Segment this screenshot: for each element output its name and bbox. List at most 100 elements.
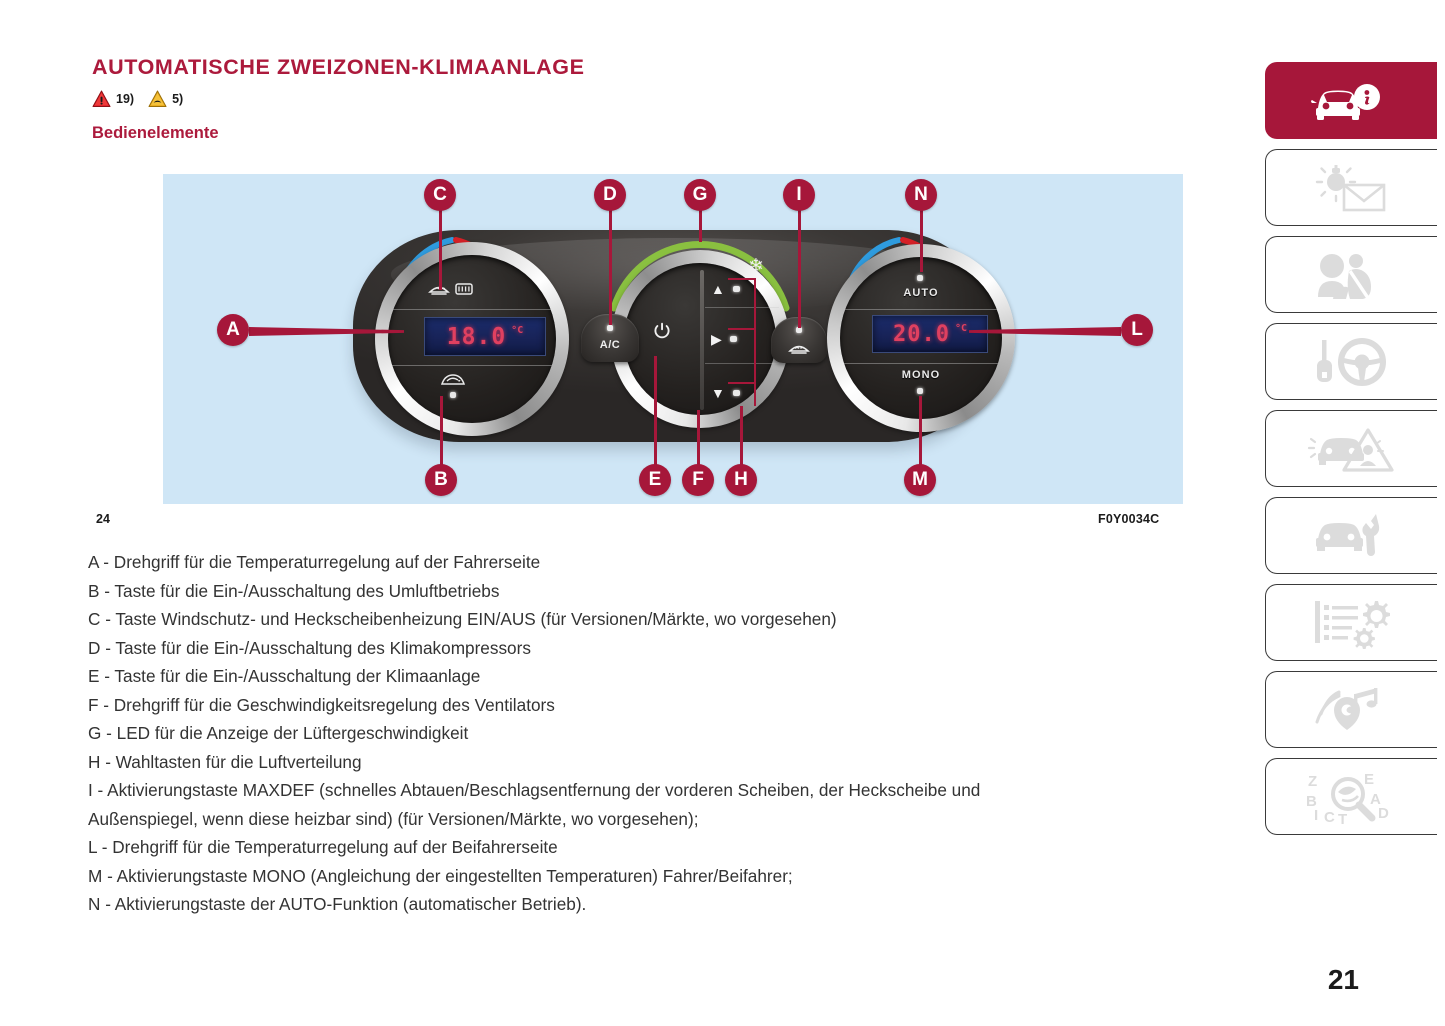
callout-B: B: [425, 464, 457, 496]
leader-H-spine: [754, 278, 756, 406]
callout-G: G: [684, 179, 716, 211]
leader-I: [798, 210, 801, 328]
svg-text:D: D: [1378, 805, 1389, 822]
arrow-down-icon: ▼: [711, 385, 725, 401]
tab-shadow: [1277, 660, 1437, 661]
legend-list: A - Drehgriff für die Temperaturregelung…: [88, 548, 1198, 919]
callout-L: L: [1121, 314, 1153, 346]
sidebar-tab-emergency[interactable]: [1265, 410, 1437, 487]
air-distribution-selector[interactable]: ▲ ▶ ▼: [697, 266, 781, 414]
climate-control-figure: ❄ ❄: [163, 174, 1183, 504]
driver-temperature-unit: °C: [511, 325, 524, 336]
legend-item: G - LED für die Anzeige der Lüftergeschw…: [88, 723, 469, 743]
mono-led: [917, 388, 923, 394]
callout-C: C: [424, 179, 456, 211]
legend-item: C - Taste Windschutz- und Heckscheibenhe…: [88, 609, 837, 629]
leader-E: [654, 356, 657, 466]
chapter-tab-sidebar: Z B I C T E A D: [1265, 62, 1445, 845]
auto-label: AUTO: [903, 287, 939, 299]
dashboard-warning-lights-icon: [1306, 163, 1398, 213]
legend-item: N - Aktivierungstaste der AUTO-Funktion …: [88, 894, 587, 914]
heading-block: AUTOMATISCHE ZWEIZONEN-KLIMAANLAGE 19) 5: [92, 55, 1222, 144]
distribution-right-button[interactable]: ▶: [697, 324, 781, 354]
car-info-icon: [1308, 78, 1396, 124]
ac-button-led: [607, 325, 613, 331]
leader-N: [920, 210, 923, 272]
symbol-ref-19: 19): [116, 91, 135, 106]
alphabetical-index-search-icon: Z B I C T E A D: [1304, 770, 1400, 824]
warning-triangle-yellow-icon: [148, 90, 167, 108]
distribution-bar: [700, 270, 704, 410]
legend-item: H - Wahltasten für die Luftverteilung: [88, 751, 362, 772]
emergency-hazard-icon: [1306, 424, 1398, 474]
leader-H-branch-down: [728, 382, 756, 384]
driver-temperature-value: 18.0: [446, 323, 507, 350]
leader-A: [249, 327, 404, 336]
climate-power-icon[interactable]: [653, 322, 671, 343]
distribution-up-led: [732, 286, 740, 292]
seatbelt-airbag-safety-icon: [1309, 249, 1395, 301]
distribution-right-led: [729, 336, 737, 342]
distribution-down-button[interactable]: ▼: [697, 378, 781, 408]
svg-text:Z: Z: [1308, 773, 1317, 790]
sidebar-tab-maintenance[interactable]: [1265, 497, 1437, 574]
recirculation-led: [450, 392, 456, 398]
ac-button-label: A/C: [599, 339, 621, 351]
technical-specifications-gears-icon: [1307, 597, 1397, 649]
legend-item: I - Aktivierungstaste MAXDEF (schnelles …: [88, 780, 981, 800]
legend-item: B - Taste für die Ein-/Ausschaltung des …: [88, 580, 500, 601]
legend-item: Außenspiegel, wenn diese heizbar sind) (…: [88, 808, 699, 829]
svg-text:I: I: [1314, 807, 1318, 824]
air-recirculation-icon[interactable]: [440, 371, 466, 393]
tab-shadow: [1277, 225, 1437, 226]
distribution-up-button[interactable]: ▲: [697, 274, 781, 304]
sidebar-tab-technical-specs[interactable]: [1265, 584, 1437, 661]
svg-text:C: C: [1324, 809, 1335, 824]
warning-triangle-red-icon: [92, 90, 111, 108]
maxdef-button-led: [796, 327, 802, 333]
sidebar-tab-warning-lights[interactable]: [1265, 149, 1437, 226]
callout-M: M: [904, 464, 936, 496]
tab-shadow: [1277, 399, 1437, 400]
leader-B: [440, 396, 443, 468]
svg-text:A: A: [1370, 791, 1381, 808]
callout-A: A: [217, 314, 249, 346]
legend-item: E - Taste für die Ein-/Ausschaltung der …: [88, 666, 481, 686]
svg-text:B: B: [1306, 793, 1317, 810]
callout-D: D: [594, 179, 626, 211]
figure-number: 24: [96, 512, 110, 526]
sidebar-tab-car-info[interactable]: [1265, 62, 1437, 139]
leader-C: [439, 210, 442, 290]
leader-F: [697, 410, 700, 466]
leader-G: [699, 210, 702, 242]
driver-temperature-display: 18.0 °C: [424, 317, 546, 356]
tab-shadow: [1277, 834, 1437, 835]
page-number: 21: [1327, 964, 1359, 995]
section-subheading: Bedienelemente: [92, 123, 219, 142]
arrow-up-icon: ▲: [711, 281, 725, 297]
tab-shadow: [1277, 138, 1437, 139]
tab-shadow: [1277, 573, 1437, 574]
tab-shadow: [1277, 486, 1437, 487]
legend-item: M - Aktivierungstaste MONO (Angleichung …: [88, 865, 793, 886]
page-title: AUTOMATISCHE ZWEIZONEN-KLIMAANLAGE: [92, 55, 585, 79]
leader-H-branch-up: [728, 278, 756, 280]
auto-led: [917, 275, 923, 281]
driver-temperature-knob[interactable]: 18.0 °C: [375, 242, 569, 436]
sidebar-tab-multimedia[interactable]: [1265, 671, 1437, 748]
multimedia-audio-icon: [1309, 684, 1395, 736]
rear-window-defrost-icon[interactable]: [454, 281, 474, 302]
passenger-temperature-value: 20.0: [892, 321, 950, 347]
maxdef-defrost-icon: [787, 339, 811, 361]
symbol-reference-row: 19) 5): [92, 86, 1222, 112]
sidebar-tab-safety[interactable]: [1265, 236, 1437, 313]
figure-code: F0Y0034C: [1098, 512, 1160, 526]
sidebar-tab-starting-driving[interactable]: [1265, 323, 1437, 400]
legend-item: F - Drehgriff für die Geschwindigkeitsre…: [88, 694, 555, 715]
sidebar-tab-index[interactable]: Z B I C T E A D: [1265, 758, 1437, 835]
svg-text:T: T: [1338, 811, 1347, 824]
arrow-right-icon: ▶: [711, 331, 722, 347]
callout-F: F: [682, 464, 714, 496]
callout-N: N: [905, 179, 937, 211]
